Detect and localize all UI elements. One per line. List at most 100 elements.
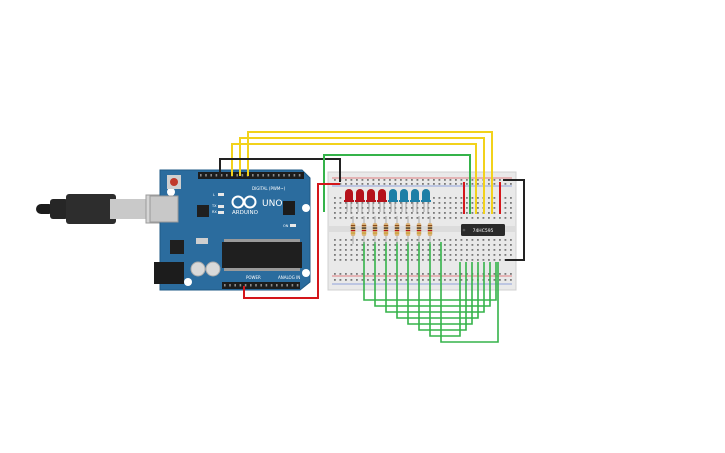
icsp-header: [283, 201, 295, 215]
breadboard-hole: [400, 259, 402, 261]
breadboard-hole: [460, 259, 463, 261]
resistor-band: [394, 225, 400, 227]
led[interactable]: [366, 189, 376, 212]
breadboard-hole: [378, 254, 380, 256]
breadboard-hole: [334, 254, 336, 256]
breadboard-hole: [356, 249, 358, 251]
led[interactable]: [421, 189, 431, 212]
breadboard-hole: [455, 217, 457, 219]
breadboard-hole: [433, 212, 435, 214]
header-pin: [286, 284, 288, 287]
breadboard-hole: [504, 212, 507, 214]
breadboard-hole: [493, 217, 496, 219]
breadboard-hole: [339, 239, 342, 241]
breadboard-hole: [400, 217, 402, 219]
breadboard-hole: [405, 259, 408, 261]
breadboard-hole: [367, 249, 369, 251]
led[interactable]: [344, 189, 354, 212]
breadboard-hole: [471, 212, 474, 214]
breadboard-hole: [389, 273, 391, 275]
led-body: [411, 189, 419, 201]
resistor[interactable]: [350, 216, 356, 244]
resistor-band: [350, 227, 356, 229]
shift-register-ic[interactable]: 74HC595: [461, 224, 505, 236]
breadboard-hole: [449, 239, 452, 241]
breadboard-hole: [493, 244, 496, 246]
breadboard-hole: [389, 249, 391, 251]
resistor[interactable]: [427, 216, 433, 244]
header-pin: [260, 284, 262, 287]
atmega-chip: [222, 242, 302, 268]
digital-label: DIGITAL (PWM~): [252, 186, 286, 191]
breadboard-hole: [477, 217, 479, 219]
breadboard-hole: [510, 212, 512, 214]
reset-button-cap[interactable]: [170, 178, 178, 186]
resistor[interactable]: [416, 216, 422, 244]
breadboard-hole: [411, 212, 413, 214]
breadboard-hole: [488, 179, 490, 181]
breadboard-hole: [350, 179, 353, 181]
breadboard-hole: [493, 254, 496, 256]
resistor-body: [394, 223, 400, 236]
resistor[interactable]: [405, 216, 411, 244]
analog-label: ANALOG IN: [278, 275, 300, 280]
breadboard-hole: [367, 217, 369, 219]
breadboard-hole: [367, 273, 369, 275]
breadboard-hole: [466, 273, 468, 275]
breadboard-hole: [444, 212, 446, 214]
breadboard-hole: [372, 259, 375, 261]
breadboard-hole: [455, 179, 457, 181]
arduino-uno-board[interactable]: ARDUINO UNO DIGITAL (PWM~) POWER ANALOG …: [149, 169, 311, 291]
breadboard-hole: [444, 217, 446, 219]
resistor[interactable]: [372, 216, 378, 244]
wire-yellow-clock: [239, 137, 485, 214]
usb-port: [149, 195, 179, 223]
breadboard-hole: [449, 212, 452, 214]
led[interactable]: [388, 189, 398, 212]
led[interactable]: [355, 189, 365, 212]
breadboard-hole: [444, 279, 446, 281]
breadboard-hole: [350, 217, 353, 219]
header-pin: [288, 174, 290, 177]
breadboard-hole: [449, 279, 452, 281]
breadboard-hole: [416, 259, 419, 261]
breadboard-hole: [350, 244, 353, 246]
breadboard-hole: [504, 197, 507, 199]
breadboard-hole: [416, 212, 419, 214]
breadboard-hole: [411, 202, 413, 204]
breadboard-hole: [488, 273, 490, 275]
breadboard-hole: [433, 239, 435, 241]
resistor-band: [372, 227, 378, 229]
breadboard-hole: [477, 249, 479, 251]
breadboard-hole: [361, 239, 364, 241]
breadboard-hole: [345, 244, 347, 246]
breadboard-hole: [493, 259, 496, 261]
breadboard-hole: [350, 212, 353, 214]
breadboard-hole: [345, 279, 347, 281]
resistor[interactable]: [361, 216, 367, 244]
resistor-body: [350, 223, 356, 236]
header-pin: [255, 284, 257, 287]
breadboard-hole: [389, 179, 391, 181]
header-pin: [200, 174, 202, 177]
breadboard-hole: [422, 212, 424, 214]
resistor-array: [350, 216, 433, 244]
led[interactable]: [410, 189, 420, 212]
breadboard-hole: [367, 183, 369, 185]
breadboard-hole: [334, 259, 336, 261]
breadboard-hole: [504, 249, 507, 251]
breadboard-hole: [444, 244, 446, 246]
breadboard-hole: [460, 212, 463, 214]
resistor[interactable]: [383, 216, 389, 244]
breadboard-hole: [433, 279, 435, 281]
breadboard-hole: [499, 244, 501, 246]
breadboard-hole: [499, 259, 501, 261]
breadboard-hole: [504, 279, 507, 281]
led[interactable]: [377, 189, 387, 212]
breadboard-hole: [444, 197, 446, 199]
resistor[interactable]: [394, 216, 400, 244]
breadboard-hole: [416, 183, 419, 185]
resistor-band: [383, 227, 389, 229]
voltage-regulator: [170, 240, 184, 254]
led[interactable]: [399, 189, 409, 212]
